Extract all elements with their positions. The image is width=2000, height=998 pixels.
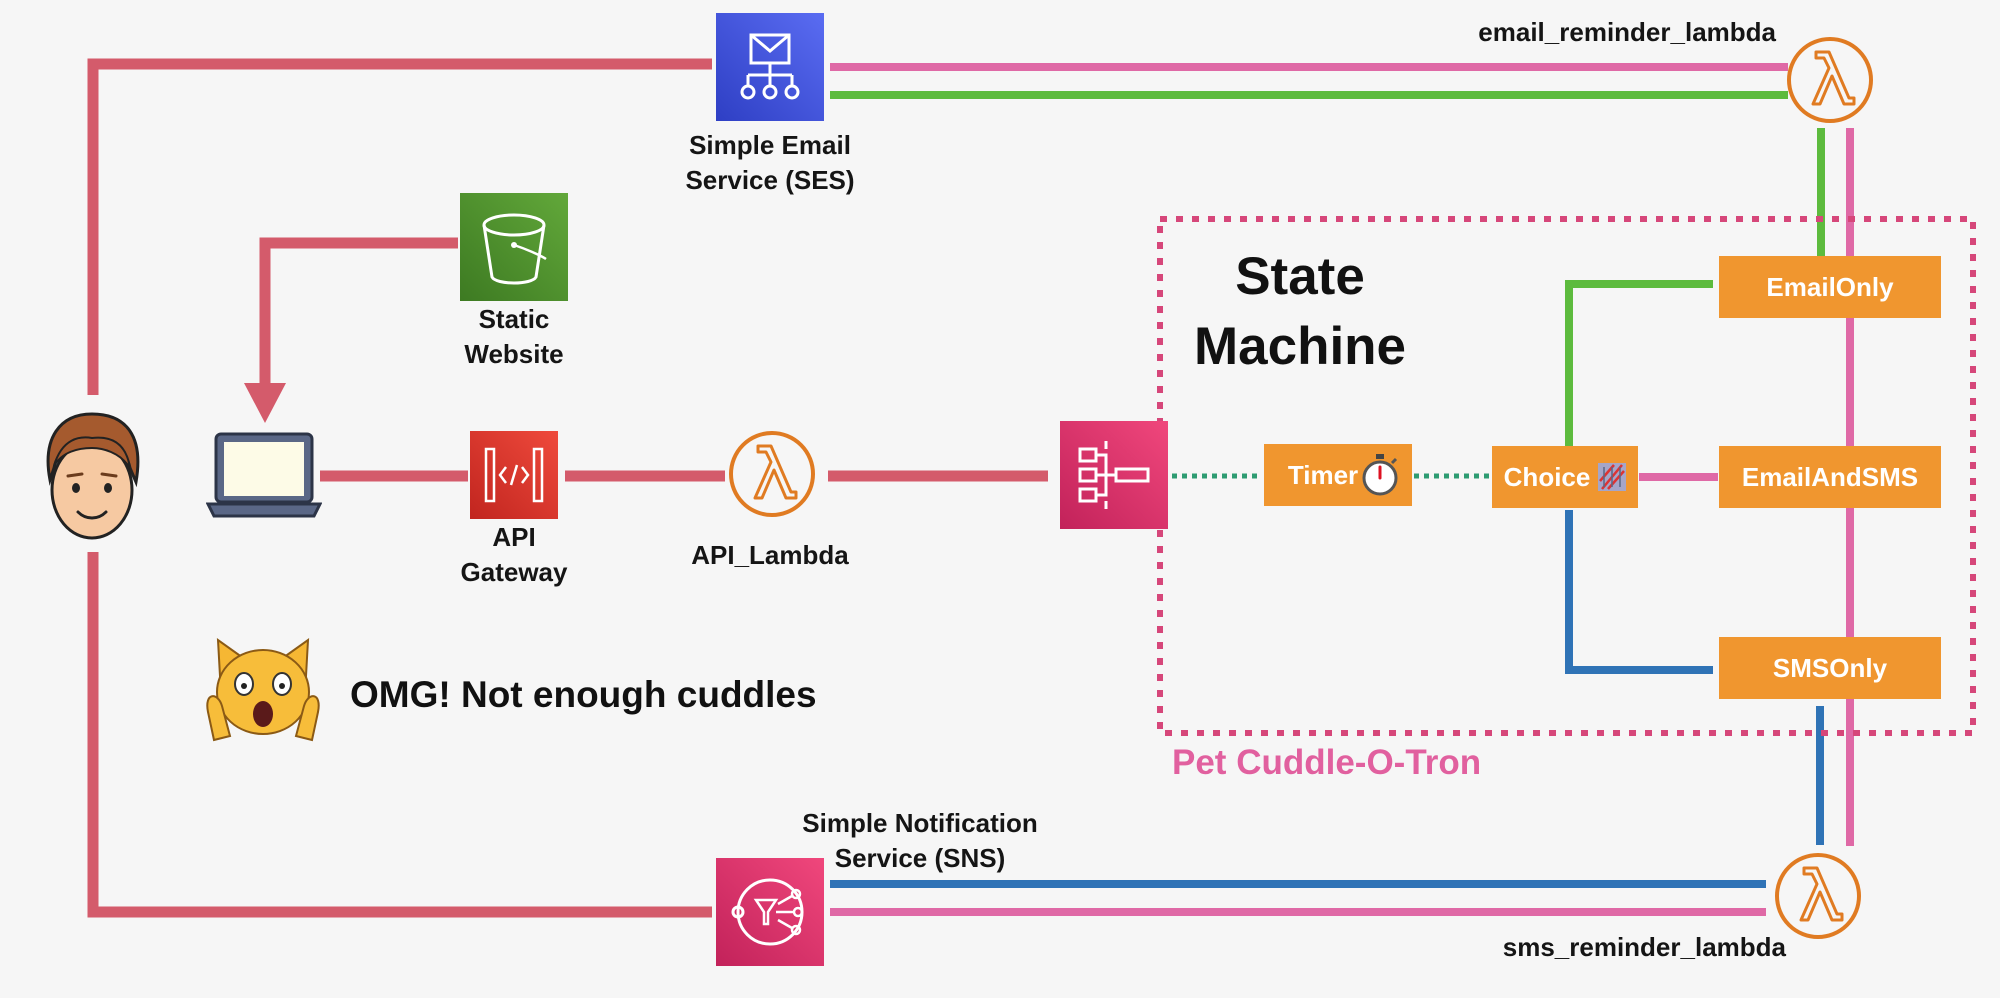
laptop <box>206 432 322 518</box>
sns-label: Simple Notification Service (SNS) <box>802 808 1038 873</box>
state-machine-title: State Machine <box>1193 247 1407 376</box>
api-gateway-label: API Gateway <box>460 522 568 587</box>
state-sms-only: SMSOnly <box>1719 637 1941 699</box>
user-sns-line <box>87 552 712 918</box>
shocked-cat <box>200 636 326 746</box>
sms-reminder-lambda <box>1774 852 1862 940</box>
email-reminder-lambda <box>1786 36 1874 124</box>
user-ses-line <box>87 58 712 395</box>
choice-emailonly-line <box>1565 280 1713 446</box>
lambda-icon <box>1787 37 1873 123</box>
bucket-icon <box>460 193 568 301</box>
stopwatch-icon <box>1362 454 1398 496</box>
laptop-icon <box>206 432 322 518</box>
api-gateway-icon <box>470 431 558 519</box>
state-choice: Choice <box>1492 446 1638 508</box>
ses-service <box>716 13 824 121</box>
sms-reminder-lambda-label: sms_reminder_lambda <box>1502 932 1786 962</box>
step-functions-service <box>1060 421 1168 529</box>
step-functions-icon <box>1060 421 1168 529</box>
choice-smsonly-line <box>1565 510 1713 674</box>
annotation-text: OMG! Not enough cuddles <box>350 674 817 715</box>
api-lambda <box>728 430 816 518</box>
s3-label: Static Website <box>464 304 564 369</box>
state-machine-name: Pet Cuddle-O-Tron <box>1172 743 1482 782</box>
shocked-cat-icon <box>206 637 320 742</box>
choice-icon <box>1598 463 1626 491</box>
sns-service <box>716 858 824 966</box>
s3-laptop-line <box>259 237 458 392</box>
ses-label: Simple Email Service (SES) <box>685 130 855 195</box>
notification-service-icon <box>716 858 824 966</box>
state-email-only: EmailOnly <box>1719 256 1941 318</box>
user-avatar <box>40 408 144 544</box>
api-gateway-service <box>470 431 558 519</box>
email-service-icon <box>716 13 824 121</box>
state-timer-label: Timer <box>1287 459 1359 490</box>
email-reminder-lambda-label: email_reminder_lambda <box>1478 17 1776 47</box>
s3-laptop-arrowhead <box>244 383 286 423</box>
state-timer: Timer <box>1264 444 1412 506</box>
state-choice-label: Choice <box>1503 461 1591 492</box>
user-face-icon <box>46 412 140 540</box>
lambda-icon <box>729 431 815 517</box>
lambda-icon <box>1775 853 1861 939</box>
state-email-and-sms: EmailAndSMS <box>1719 446 1941 508</box>
state-machine-border <box>1157 216 1976 736</box>
api-lambda-label: API_Lambda <box>691 540 849 570</box>
s3-bucket <box>460 193 568 301</box>
